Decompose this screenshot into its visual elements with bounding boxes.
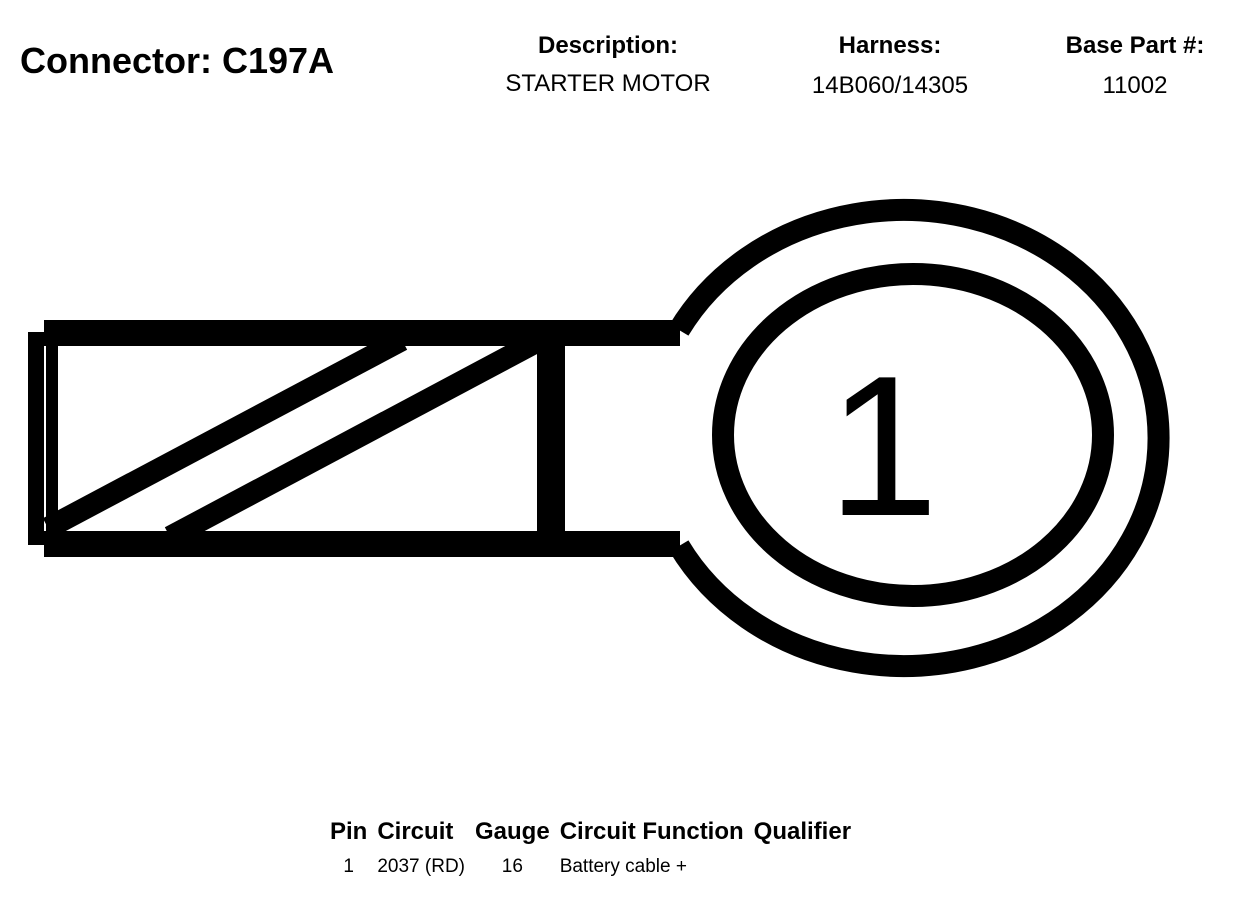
barrel-diagonal-stripe-1: [42, 330, 408, 538]
base-part-value: 11002: [1102, 72, 1168, 99]
circuit-header: Circuit: [377, 818, 454, 845]
base-part-label: Base Part #:: [1065, 32, 1205, 59]
ring-terminal-body: [28, 199, 1170, 677]
gauge-header: Gauge: [475, 818, 550, 845]
connector-title: Connector: C197A: [20, 40, 335, 81]
barrel-diagonal-stripe-2: [164, 330, 546, 547]
description-value: STARTER MOTOR: [505, 70, 711, 97]
circuit-function-cell: Battery cable +: [559, 856, 687, 877]
qualifier-header: Qualifier: [753, 818, 852, 845]
harness-value: 14B060/14305: [811, 72, 969, 99]
circuit-cell: 2037 (RD): [377, 856, 465, 877]
outer-ring: [669, 199, 1170, 677]
pin-circle: [712, 263, 1114, 607]
table-row: 1 2037 (RD) 16 Battery cable +: [326, 846, 857, 878]
description-label: Description:: [537, 32, 678, 59]
pin-header: Pin: [330, 818, 368, 845]
qualifier-cell: [750, 846, 857, 878]
circuit-function-header: Circuit Function: [559, 818, 744, 845]
gauge-cell: 16: [501, 856, 523, 877]
pin-number-label: 1: [827, 335, 938, 558]
harness-label: Harness:: [838, 32, 942, 59]
pin-table-header-row: Pin Circuit Gauge Circuit Function Quali…: [326, 818, 857, 846]
pin-table: Pin Circuit Gauge Circuit Function Quali…: [326, 818, 857, 878]
pin-cell: 1: [343, 856, 354, 877]
